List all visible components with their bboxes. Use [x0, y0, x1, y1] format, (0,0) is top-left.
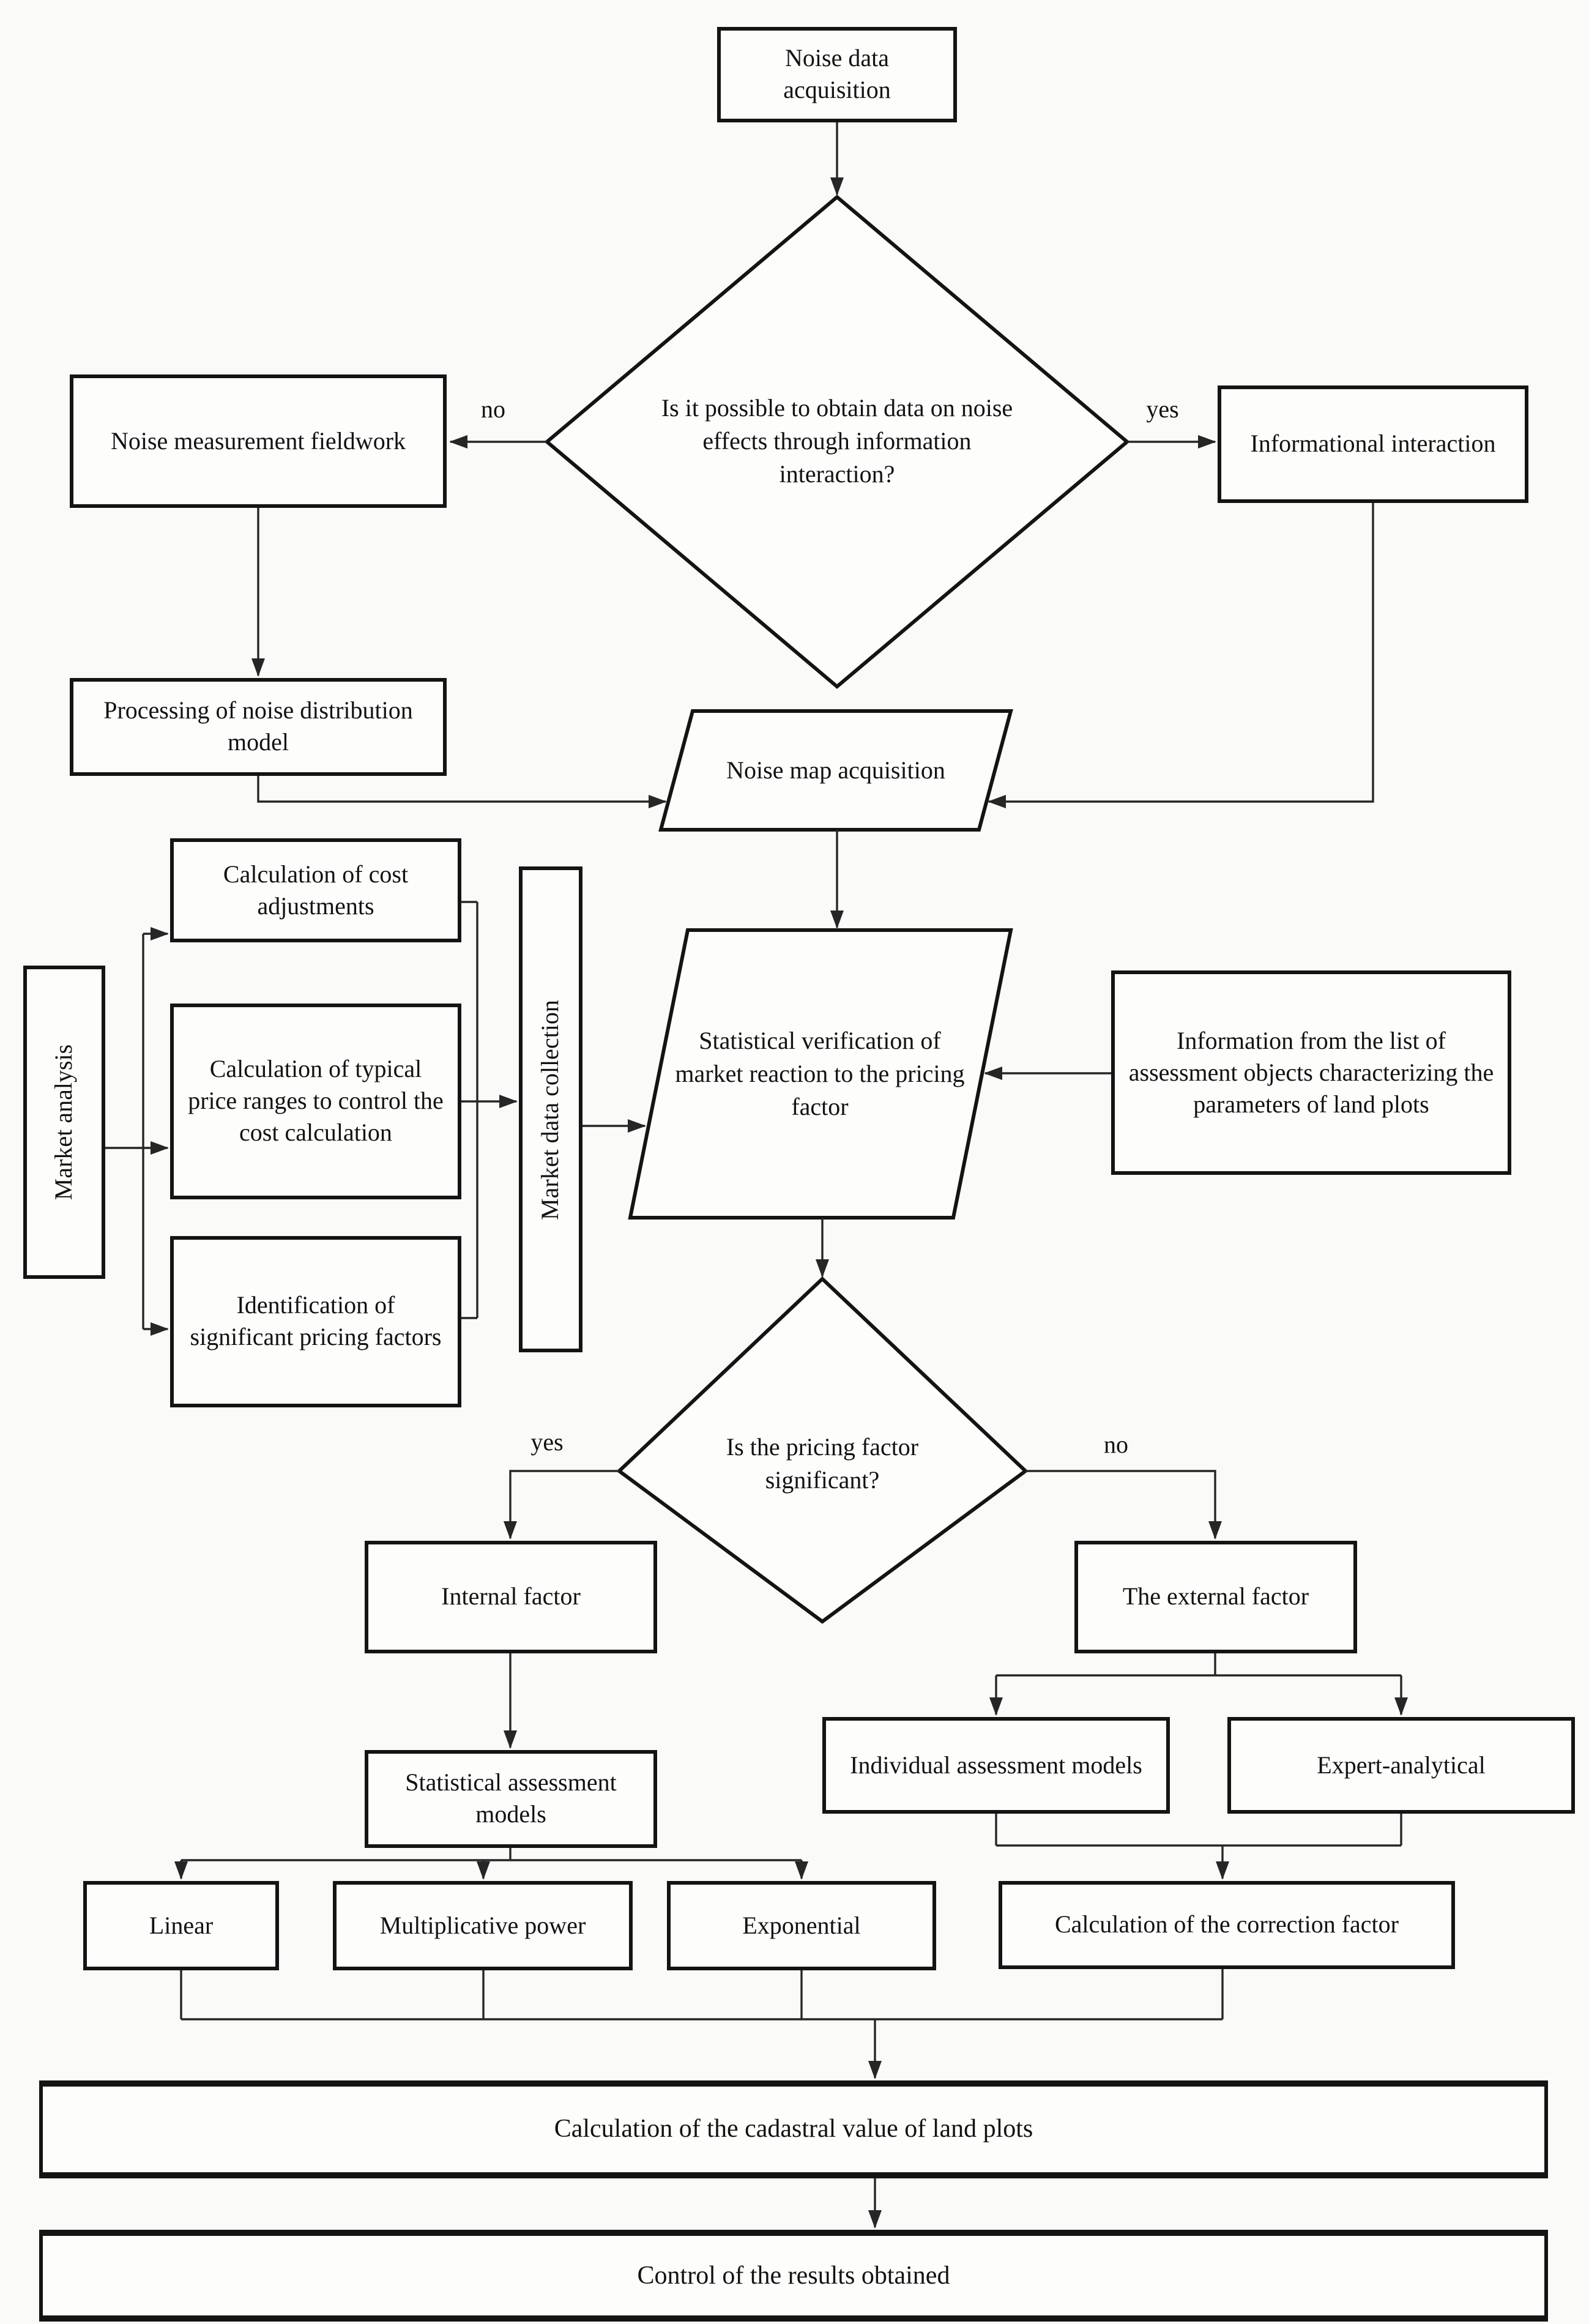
node-noise-data-acquisition: Noise data acquisition: [717, 27, 957, 122]
edge-layer: [105, 122, 1408, 2229]
node-calculation-cadastral-value-label: Calculation of the cadastral value of la…: [554, 2114, 1033, 2143]
node-identification-significant-pricing-factors-label: Identification of significant pricing fa…: [190, 1292, 442, 1351]
node-processing-noise-distribution-model-label: Processing of noise distribution model: [103, 698, 413, 756]
node-exponential-label: Exponential: [742, 1912, 861, 1939]
edge-label-decision1-no: no: [481, 397, 505, 423]
edge-label-decision2-yes: yes: [530, 1429, 564, 1456]
node-statistical-verification: Statistical verification of market react…: [671, 945, 969, 1204]
node-informational-interaction-label: Informational interaction: [1250, 431, 1496, 458]
node-market-data-collection-label: Market data collection: [537, 999, 565, 1220]
node-calculation-cost-adjustments-label: Calculation of cost adjustments: [223, 861, 409, 920]
node-decision-noise-effects: Is it possible to obtain data on noise e…: [653, 326, 1021, 558]
edge-decision2-no-to-external: [1025, 1470, 1222, 1540]
node-noise-data-acquisition-label: Noise data acquisition: [783, 45, 891, 104]
parallelogram-noise-map-acquisition: [658, 709, 1013, 832]
node-information-from-list: Information from the list of assessment …: [1111, 970, 1511, 1175]
node-calculation-typical-price-ranges-label: Calculation of typical price ranges to c…: [188, 1056, 444, 1147]
node-linear: Linear: [83, 1881, 279, 1970]
edge-decision2-yes-to-internal: [504, 1470, 619, 1540]
node-calculation-correction-factor-label: Calculation of the correction factor: [1055, 1912, 1399, 1939]
diamond-decision-noise-effects: [544, 195, 1130, 689]
node-calculation-cadastral-value: Calculation of the cadastral value of la…: [39, 2080, 1548, 2178]
node-decision-pricing-factor-label: Is the pricing factor significant?: [726, 1434, 919, 1494]
edge-informational-to-noise-map: [988, 503, 1374, 808]
node-information-from-list-label: Information from the list of assessment …: [1128, 1027, 1494, 1118]
node-processing-noise-distribution-model: Processing of noise distribution model: [70, 678, 447, 776]
node-identification-significant-pricing-factors: Identification of significant pricing fa…: [170, 1236, 461, 1407]
node-multiplicative-power-label: Multiplicative power: [379, 1912, 586, 1939]
node-statistical-assessment-models-label: Statistical assessment models: [405, 1770, 617, 1828]
node-exponential: Exponential: [667, 1881, 936, 1970]
node-statistical-assessment-models: Statistical assessment models: [365, 1750, 657, 1848]
node-multiplicative-power: Multiplicative power: [333, 1881, 633, 1970]
node-internal-factor: Internal factor: [365, 1541, 657, 1653]
node-calculation-typical-price-ranges: Calculation of typical price ranges to c…: [170, 1004, 461, 1199]
parallelogram-statistical-verification: [628, 928, 1013, 1220]
node-linear-label: Linear: [149, 1912, 214, 1939]
node-noise-map-acquisition-label: Noise map acquisition: [726, 757, 945, 784]
node-internal-factor-label: Internal factor: [441, 1584, 581, 1611]
node-control-results-label: Control of the results obtained: [637, 2260, 950, 2290]
edge-label-decision2-no: no: [1104, 1432, 1128, 1459]
node-individual-assessment-models-label: Individual assessment models: [850, 1752, 1142, 1779]
shape-layer: [544, 195, 1130, 1624]
node-expert-analytical: Expert-analytical: [1227, 1717, 1575, 1814]
node-market-data-collection: Market data collection: [519, 866, 582, 1352]
node-external-factor: The external factor: [1074, 1541, 1357, 1653]
node-expert-analytical-label: Expert-analytical: [1317, 1752, 1486, 1779]
node-market-analysis: Market analysis: [23, 966, 105, 1279]
node-noise-measurement-fieldwork-label: Noise measurement fieldwork: [110, 428, 406, 455]
node-market-analysis-label: Market analysis: [51, 1044, 78, 1201]
node-noise-map-acquisition: Noise map acquisition: [698, 716, 974, 826]
node-noise-measurement-fieldwork: Noise measurement fieldwork: [70, 374, 447, 508]
edge-processing-to-noise-map: [257, 776, 667, 808]
node-calculation-cost-adjustments: Calculation of cost adjustments: [170, 838, 461, 942]
node-individual-assessment-models: Individual assessment models: [822, 1717, 1170, 1814]
diamond-decision-pricing-factor: [616, 1276, 1029, 1624]
edge-label-decision1-yes: yes: [1146, 397, 1179, 423]
node-informational-interaction: Informational interaction: [1218, 385, 1528, 503]
node-control-results: Control of the results obtained: [39, 2230, 1548, 2322]
node-decision-pricing-factor: Is the pricing factor significant?: [700, 1361, 945, 1569]
node-decision-noise-effects-label: Is it possible to obtain data on noise e…: [661, 395, 1013, 488]
node-external-factor-label: The external factor: [1122, 1584, 1309, 1611]
node-statistical-verification-label: Statistical verification of market react…: [675, 1027, 965, 1120]
node-calculation-correction-factor: Calculation of the correction factor: [999, 1881, 1455, 1969]
